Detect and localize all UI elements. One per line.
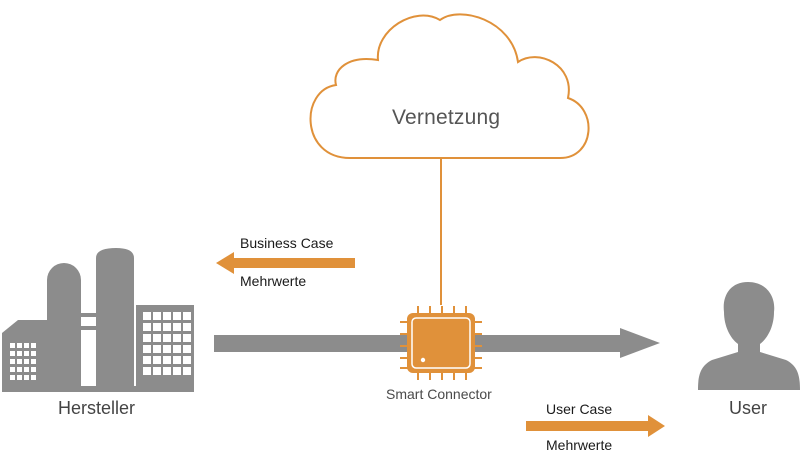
hersteller-label: Hersteller (58, 398, 136, 418)
user-case-title: User Case (546, 401, 613, 417)
user-case-arrow-bar (526, 421, 650, 431)
cloud-label: Vernetzung (392, 106, 501, 129)
factory-windows (10, 312, 191, 380)
chip-icon (400, 306, 482, 380)
user-label: User (729, 398, 768, 418)
business-case-arrowhead (216, 252, 234, 274)
cloud-shape (309, 13, 590, 159)
user-case-arrowhead (648, 415, 665, 437)
main-flow-arrowhead (620, 328, 660, 358)
business-case-title: Business Case (240, 235, 334, 251)
user-case-subtitle: Mehrwerte (546, 437, 613, 453)
business-case-subtitle: Mehrwerte (240, 273, 307, 289)
smart-connector-label: Smart Connector (386, 386, 492, 402)
user-icon (698, 282, 800, 390)
business-case-arrow-bar (232, 258, 355, 268)
